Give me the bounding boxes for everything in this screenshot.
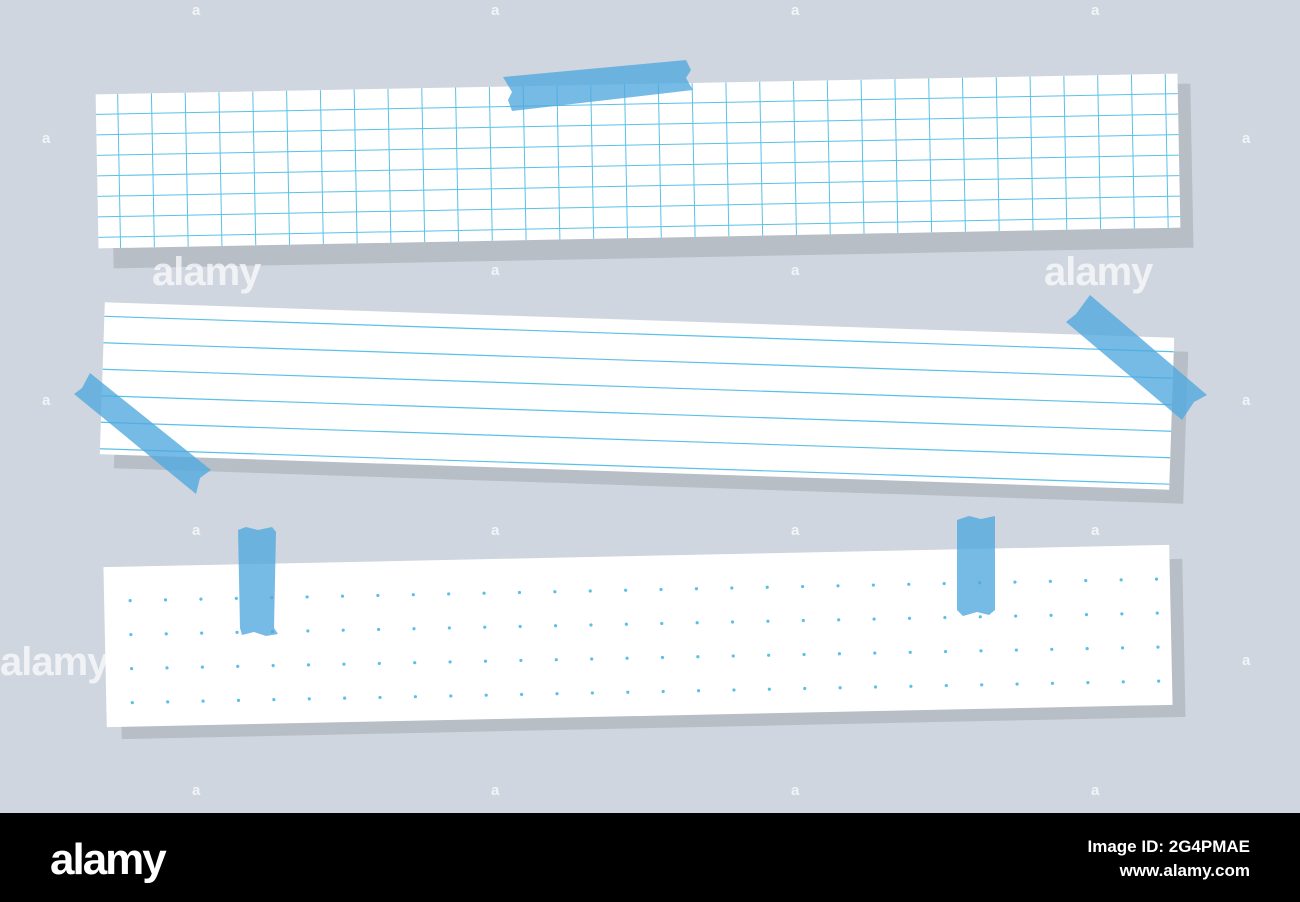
watermark-mark: a xyxy=(192,522,201,539)
watermark-mark: a xyxy=(1091,2,1100,19)
watermark-mark: a xyxy=(1242,652,1251,669)
watermark-logo: alamy xyxy=(152,250,261,294)
watermark-mark: a xyxy=(791,782,800,799)
dotted-paper-tape-left xyxy=(238,527,278,636)
watermark-mark: a xyxy=(791,262,800,279)
dotted-paper-note xyxy=(103,544,1173,728)
watermark-mark: a xyxy=(1091,782,1100,799)
watermark-mark: a xyxy=(1242,130,1251,147)
lined-paper-tape-left xyxy=(74,373,211,494)
grid-paper-note xyxy=(95,73,1181,249)
watermark-mark: a xyxy=(491,2,500,19)
watermark-mark: a xyxy=(791,522,800,539)
footer-image-info: Image ID: 2G4PMAE www.alamy.com xyxy=(1088,835,1251,883)
watermark-mark: a xyxy=(491,782,500,799)
watermark-mark: a xyxy=(491,262,500,279)
watermark-mark: a xyxy=(491,522,500,539)
footer-logo: alamy xyxy=(50,835,167,884)
image-id: Image ID: 2G4PMAE xyxy=(1087,837,1251,856)
lined-paper-note xyxy=(99,302,1175,490)
watermark-logo: alamy xyxy=(0,640,109,684)
grid-paper-tape xyxy=(503,60,693,111)
watermark-mark: a xyxy=(1242,392,1251,409)
site-url: www.alamy.com xyxy=(1119,861,1250,880)
grid-pattern xyxy=(95,73,1181,248)
lined-pattern xyxy=(99,315,1174,485)
watermark-mark: a xyxy=(791,2,800,19)
watermark-mark: a xyxy=(1091,522,1100,539)
watermark-mark: a xyxy=(42,392,51,409)
lined-paper-tape-right xyxy=(1066,295,1207,420)
watermark-mark: a xyxy=(192,2,201,19)
footer-bar: alamy Image ID: 2G4PMAE www.alamy.com xyxy=(0,813,1300,902)
dotted-paper-tape-right xyxy=(957,516,995,616)
illustration-canvas: a a a a a a a a a a a a a a a a a a a alamy alamy alamy xyxy=(0,2,1251,799)
dotted-pattern xyxy=(128,577,1161,705)
watermark-logo: alamy xyxy=(1044,250,1153,294)
watermark-mark: a xyxy=(192,782,201,799)
watermark-mark: a xyxy=(42,130,51,147)
